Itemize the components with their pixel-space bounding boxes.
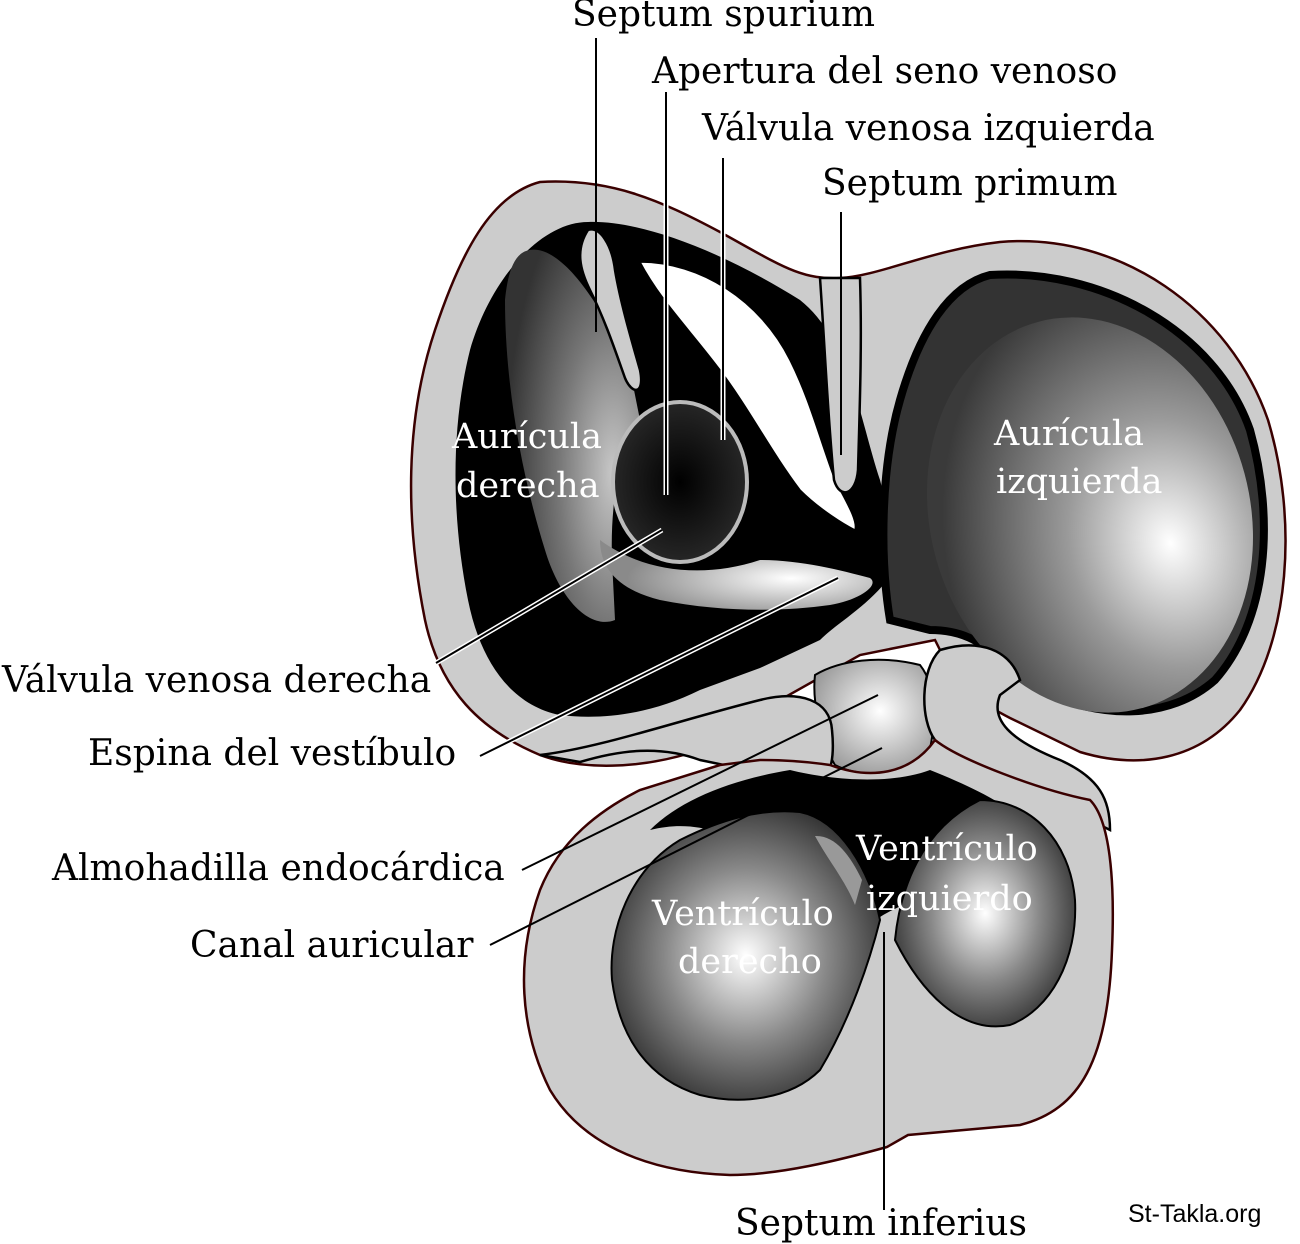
label-ventriculo-izquierdo-2: izquierdo [866,879,1033,919]
label-ventriculo-derecho-1: Ventrículo [651,894,834,934]
label-septum-primum: Septum primum [822,163,1117,204]
leader-espina [479,577,839,757]
label-valvula-venosa-izquierda: Válvula venosa izquierda [701,108,1155,149]
label-espina-vestibulo: Espina del vestíbulo [88,733,456,774]
left-ventricle-cavity [893,798,1077,1028]
right-ventricle-flap [815,835,862,905]
sinus-venosus-opening [611,400,749,564]
av-right-wall-loop [923,644,1112,833]
label-septum-inferius: Septum inferius [735,1203,1027,1244]
label-auricula-derecha-2: derecha [456,466,600,506]
label-ventriculo-izquierdo-1: Ventrículo [855,829,1038,869]
label-auricula-derecha-1: Aurícula [451,417,602,457]
label-almohadilla-endocardica: Almohadilla endocárdica [51,848,505,889]
leader-almohadilla [521,694,879,871]
leader-valvula-der [435,529,663,664]
label-auricula-izquierda-2: izquierda [996,462,1163,502]
label-apertura-seno-venoso: Apertura del seno venoso [651,51,1117,92]
left-atrium-bulge [927,317,1253,713]
label-canal-auricular: Canal auricular [190,925,474,966]
label-valvula-venosa-derecha: Válvula venosa derecha [1,660,431,701]
label-auricula-izquierda-1: Aurícula [993,414,1144,454]
right-ventricle-cavity [610,810,882,1101]
right-atrium-shading [505,249,640,622]
label-ventriculo-derecho-2: derecho [678,942,822,982]
credit-watermark: St-Takla.org [1128,1200,1261,1228]
left-venous-valve-shape [638,261,857,532]
label-septum-spurium: Septum spurium [572,0,875,35]
leader-canal [489,747,883,946]
